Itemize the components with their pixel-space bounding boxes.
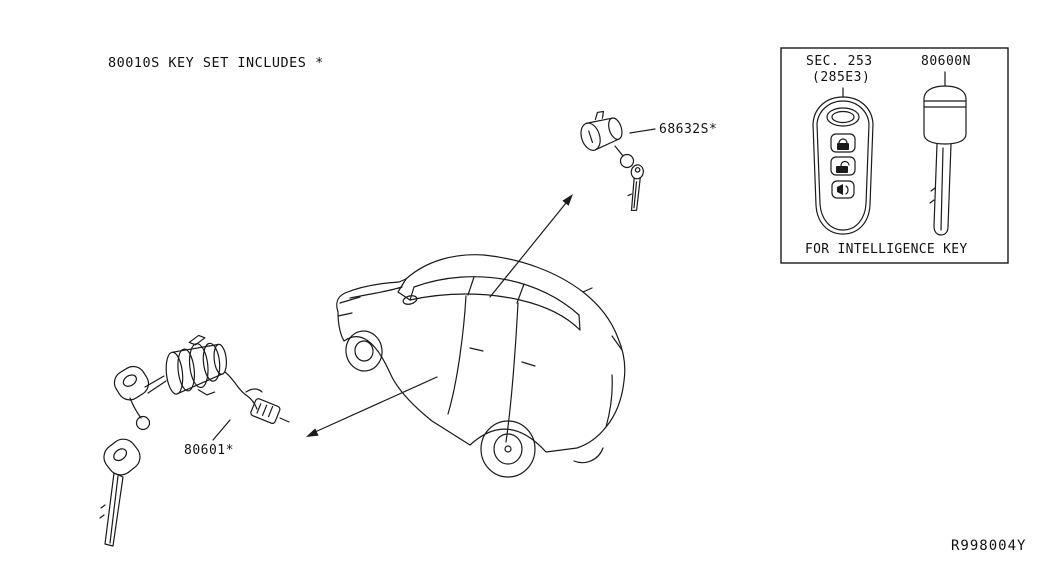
inset-box: [780, 47, 1009, 264]
inset-section-code: (285E3): [812, 70, 871, 85]
inset-caption: FOR INTELLIGENCE KEY: [805, 242, 968, 257]
part-label-key-blank: 80600N: [921, 54, 971, 69]
part-label-door-lock-cylinder: 80601*: [184, 443, 234, 458]
door-lock-assembly-illustration: [99, 334, 290, 547]
inset-section-label: SEC. 253: [806, 54, 873, 69]
part-label-ignition-cylinder: 68632S*: [659, 122, 718, 137]
drawing-reference-code: R998004Y: [951, 538, 1027, 554]
diagram-title: 80010S KEY SET INCLUDES *: [108, 55, 324, 71]
arrow-to-door-lock: [306, 376, 438, 437]
ignition-cylinder-illustration: [580, 110, 656, 212]
car-illustration: [336, 254, 626, 478]
keyfob-illustration: [812, 87, 874, 235]
key-blank-illustration: [923, 71, 967, 236]
arrow-to-ignition-cylinder: [489, 194, 573, 298]
